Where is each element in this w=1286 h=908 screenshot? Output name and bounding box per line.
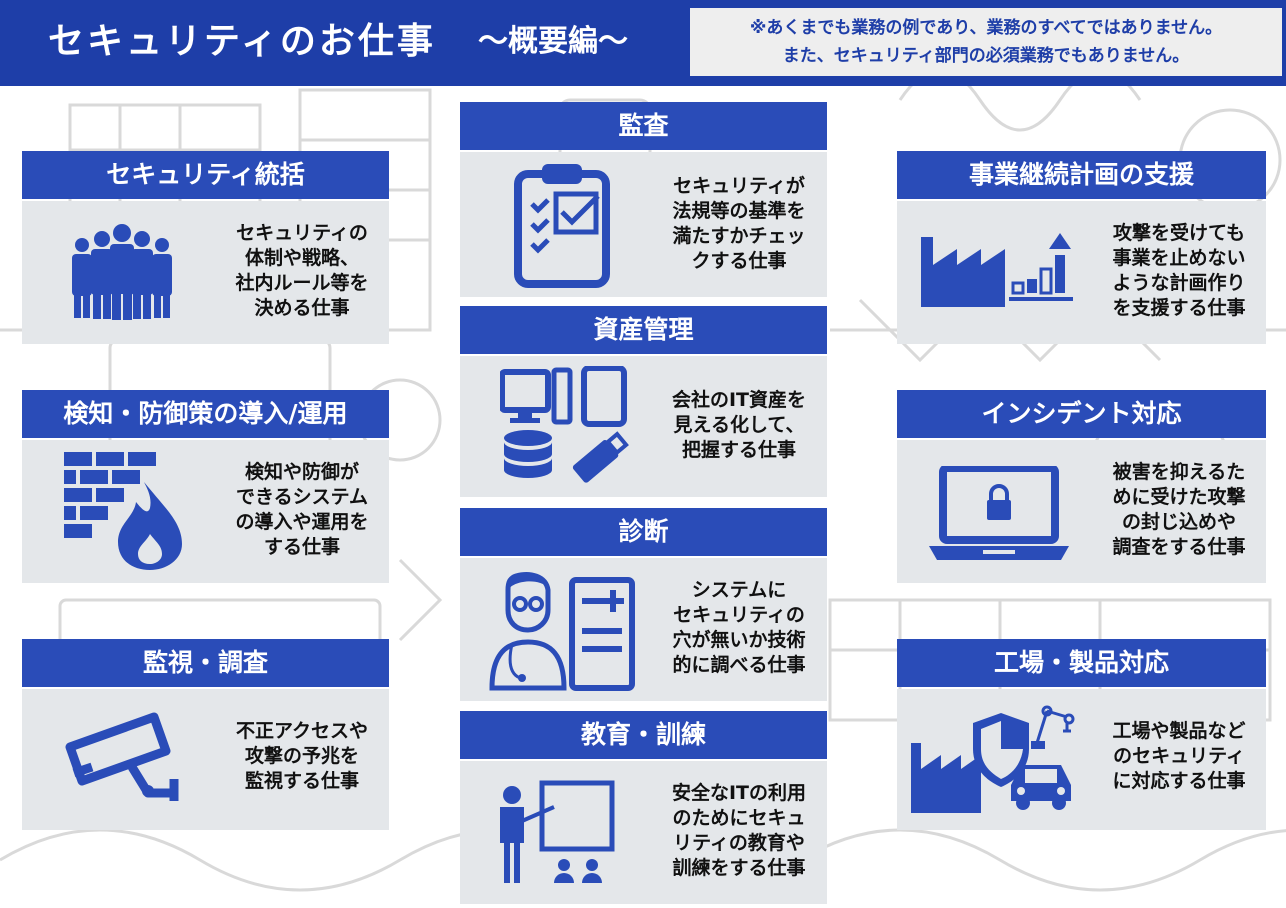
card-factory-product: 工場・製品対応	[897, 639, 1266, 830]
clipboard-checklist-icon	[512, 160, 612, 288]
card-title: 事業継続計画の支援	[897, 151, 1266, 199]
card-title: セキュリティ統括	[22, 151, 389, 199]
card-body: システムに セキュリティの 穴が無いか技術 的に調べる仕事	[460, 558, 827, 701]
people-group-icon	[62, 219, 182, 324]
firewall-icon	[64, 452, 184, 570]
card-body: 検知や防御が できるシステム の導入や運用を する仕事	[22, 440, 389, 583]
factory-shield-icon	[911, 693, 1079, 817]
card-title: インシデント対応	[897, 390, 1266, 438]
card-detection-defense: 検知・防御策の導入/運用 検知や防御が できるシステム の導入や運用を する仕事	[22, 390, 389, 583]
card-description: 攻撃を受けても 事業を止めない ような計画作り を支援する仕事	[1112, 222, 1246, 319]
card-title: 工場・製品対応	[897, 639, 1266, 687]
card-title: 監視・調査	[22, 639, 389, 687]
card-education-training: 教育・訓練 安全なITの利用 のためにセキュ リティの教育や 訓練をする仕事	[460, 711, 827, 904]
page-title: セキュリティのお仕事	[48, 21, 436, 62]
card-body: 被害を抑えるた めに受けた攻撃 の封じ込めや 調査をする仕事	[897, 440, 1266, 583]
card-body: 会社のIT資産を 見える化して、 把握する仕事	[460, 356, 827, 497]
disclaimer-line-2: また、セキュリティ部門の必須業務でもありません。	[782, 46, 1190, 66]
card-body: セキュリティが 法規等の基準を 満たすかチェッ クする仕事	[460, 152, 827, 297]
card-description: セキュリティが 法規等の基準を 満たすかチェッ クする仕事	[672, 175, 806, 272]
card-description: セキュリティの 体制や戦略、 社内ルール等を 決める仕事	[235, 222, 369, 319]
card-body: 不正アクセスや 攻撃の予兆を 監視する仕事	[22, 689, 389, 830]
card-description: 会社のIT資産を 見える化して、 把握する仕事	[671, 389, 807, 461]
card-body: 安全なITの利用 のためにセキュ リティの教育や 訓練をする仕事	[460, 761, 827, 904]
card-audit: 監査 セキュリティが 法規等の基準を 満たすかチェッ クする仕事	[460, 102, 827, 297]
card-title: 資産管理	[460, 306, 827, 354]
page-subtitle: ～概要編～	[478, 24, 628, 59]
card-asset-management: 資産管理 会社のIT資産を 見える化して、 把握する仕事	[460, 306, 827, 497]
card-description: 被害を抑えるた めに受けた攻撃 の封じ込めや 調査をする仕事	[1112, 461, 1246, 558]
card-description: 工場や製品など のセキュリティ に対応する仕事	[1112, 720, 1246, 792]
card-title: 教育・訓練	[460, 711, 827, 759]
security-camera-icon	[62, 709, 187, 804]
card-body: 攻撃を受けても 事業を止めない ような計画作り を支援する仕事	[897, 201, 1266, 344]
card-title: 検知・防御策の導入/運用	[22, 390, 389, 438]
card-description: 検知や防御が できるシステム の導入や運用を する仕事	[235, 461, 369, 558]
card-business-continuity: 事業継続計画の支援 攻撃を受けても 事業を止めない ような計画作り を支援する仕…	[897, 151, 1266, 344]
card-body: 工場や製品など のセキュリティ に対応する仕事	[897, 689, 1266, 830]
doctor-report-icon	[488, 570, 638, 692]
disclaimer-note: ※あくまでも業務の例であり、業務のすべてではありません。 また、セキュリティ部門…	[690, 8, 1282, 76]
it-assets-icon	[500, 366, 630, 488]
disclaimer-line-1: ※あくまでも業務の例であり、業務のすべてではありません。	[749, 18, 1223, 38]
card-monitoring: 監視・調査 不正アクセスや 攻撃の予兆を 監視する仕事	[22, 639, 389, 830]
card-security-governance: セキュリティ統括 セキュリティの 体制や戦略、 社内ルール等を 決める仕事	[22, 151, 389, 344]
card-diagnosis: 診断 システムに セキュリティの 穴が無いか技術 的に	[460, 508, 827, 701]
card-description: 安全なITの利用 のためにセキュ リティの教育や 訓練をする仕事	[671, 782, 807, 879]
laptop-lock-icon	[929, 466, 1069, 562]
card-description: 不正アクセスや 攻撃の予兆を 監視する仕事	[235, 720, 369, 792]
page-header: セキュリティのお仕事 ～概要編～ ※あくまでも業務の例であり、業務のすべてではあ…	[0, 0, 1286, 86]
card-title: 監査	[460, 102, 827, 150]
factory-growth-icon	[921, 227, 1077, 309]
card-incident-response: インシデント対応 被害を抑えるた めに受けた攻撃 の封じ込めや 調査をする仕事	[897, 390, 1266, 583]
teacher-board-icon	[492, 779, 642, 887]
card-title: 診断	[460, 508, 827, 556]
card-body: セキュリティの 体制や戦略、 社内ルール等を 決める仕事	[22, 201, 389, 344]
card-description: システムに セキュリティの 穴が無いか技術 的に調べる仕事	[672, 579, 806, 676]
